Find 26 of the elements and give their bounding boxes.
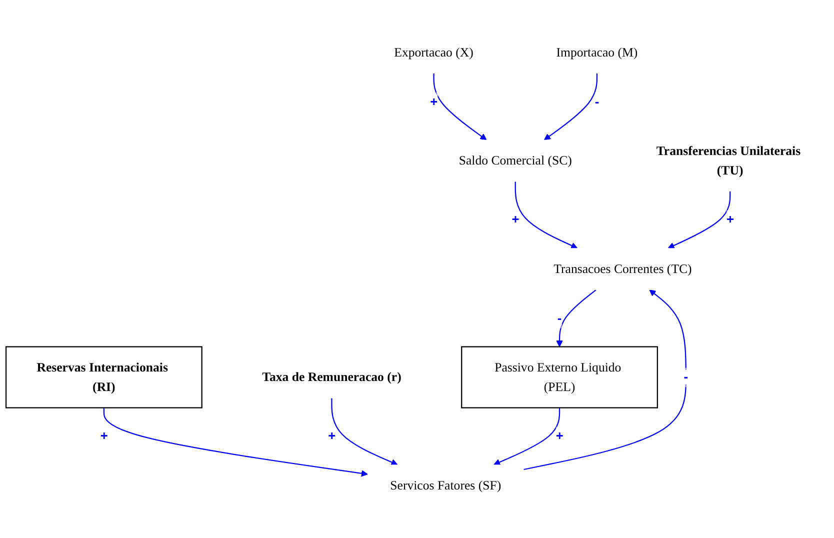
edge-label: + [430, 94, 438, 109]
arrow [514, 182, 578, 249]
node-text: Exportacao (X) [394, 45, 474, 60]
arrow [494, 408, 560, 466]
arrow [668, 191, 731, 249]
node-text: Transferencias Unilaterais (TU) [656, 144, 801, 178]
node-text: Transacoes Correntes (TC) [554, 262, 692, 276]
edge-label: + [512, 212, 520, 227]
node-text: Taxa de Remuneracao (r) [262, 370, 402, 384]
arrow [433, 73, 487, 140]
node-text: Saldo Comercial (SC) [458, 153, 572, 168]
arrow [331, 398, 398, 466]
node-box: Reservas Internacionais (RI) [5, 346, 202, 408]
node-text: Importacao (M) [556, 45, 638, 60]
edge-label: - [557, 310, 562, 326]
edge-label: + [726, 212, 734, 227]
arrow [524, 290, 686, 470]
edge-label: - [594, 94, 600, 109]
edge-label: + [100, 428, 108, 444]
arrow [103, 408, 368, 477]
arrow [544, 73, 598, 140]
edge-label: + [556, 428, 564, 444]
edge-label: + [328, 428, 336, 444]
node-text: Servicos Fatores (SF) [390, 478, 502, 492]
node-box: Passivo Externo Liquido (PEL) [461, 346, 658, 408]
edge-label: - [684, 370, 688, 384]
